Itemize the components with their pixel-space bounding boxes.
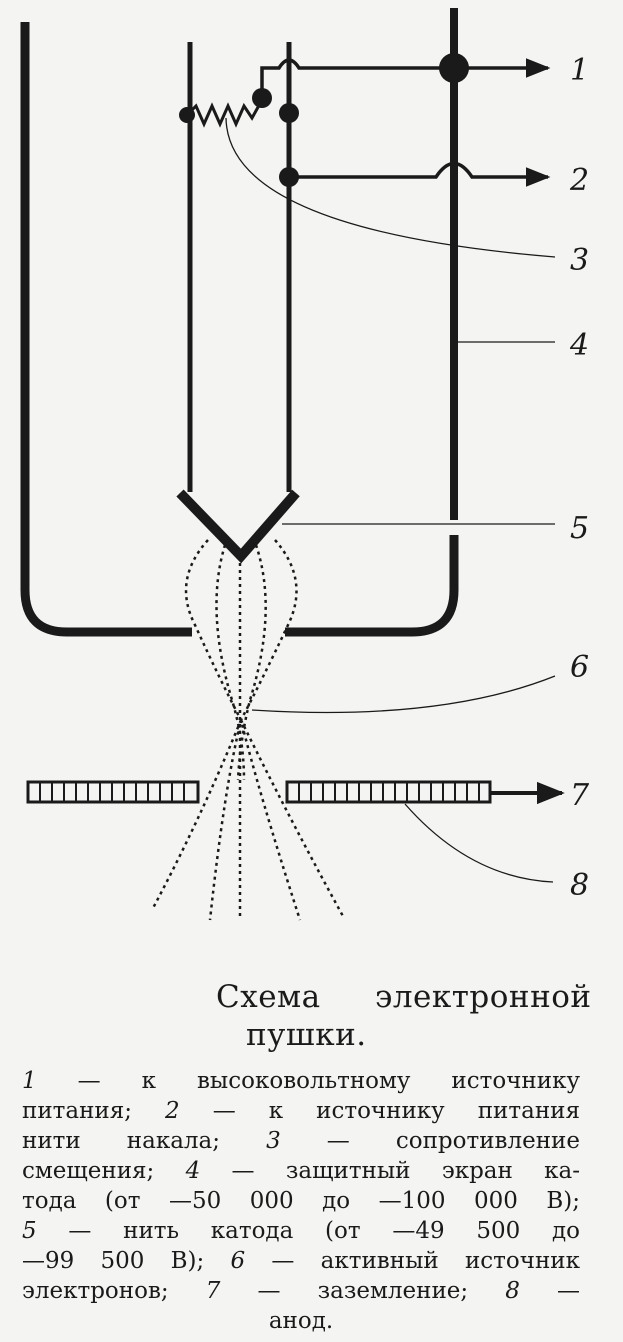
anode <box>26 780 492 804</box>
legend-line: питания; 2 — к источнику питания <box>22 1096 580 1126</box>
legend-number: 2 <box>165 1098 180 1124</box>
legend-number: 3 <box>266 1128 281 1154</box>
legend-number: 5 <box>22 1218 37 1244</box>
legend-text: тода (от —50 000 до —100 000 В); <box>22 1188 580 1214</box>
junction-dot <box>279 167 299 187</box>
legend-line: электронов; 7 — заземление; 8 — <box>22 1276 580 1306</box>
junction-dot <box>279 103 299 123</box>
legend-text: — к источнику питания <box>179 1098 580 1124</box>
label-5: 5 <box>570 511 589 546</box>
legend-text: электронов; <box>22 1278 206 1304</box>
legend-line: нити накала; 3 — сопротивление <box>22 1126 580 1156</box>
label-4: 4 <box>569 328 589 363</box>
junction-dot <box>179 107 195 123</box>
legend-number: 4 <box>185 1158 201 1184</box>
junction-dot <box>439 53 469 83</box>
legend-number: 6 <box>230 1248 246 1274</box>
legend-text: — защитный экран ка- <box>200 1158 580 1184</box>
legend-text: — сопротивление <box>280 1128 580 1154</box>
legend-number: 8 <box>505 1278 520 1304</box>
legend-text: — к высоковольтному источнику <box>36 1068 580 1094</box>
legend-line: смещения; 4 — защитный экран ка- <box>22 1156 580 1186</box>
legend-text: — активный источник <box>245 1248 580 1274</box>
legend-text: анод. <box>268 1308 334 1334</box>
leader-3 <box>225 117 556 258</box>
legend-text: — нить катода (от —49 500 до <box>36 1218 580 1244</box>
legend-text: смещения; <box>22 1158 186 1184</box>
legend-line: —99 500 В); 6 — активный источник <box>22 1246 580 1276</box>
legend-text: — <box>519 1278 580 1304</box>
legend-number: 7 <box>205 1278 221 1304</box>
leader-8 <box>404 803 554 883</box>
legend-text: питания; <box>22 1098 166 1124</box>
figure-caption-title: Схема электронной пушки. <box>0 978 623 1054</box>
legend-text: нити накала; <box>22 1128 267 1154</box>
leader-6 <box>251 675 556 714</box>
electron-beam <box>150 539 346 921</box>
legend-line: 1 — к высоковольтному источнику <box>22 1066 580 1096</box>
caption-title-line1: Схема электронной <box>216 979 592 1015</box>
electron-gun-diagram: 1 2 3 4 5 6 7 8 <box>20 8 590 921</box>
wire-filament-supply <box>289 161 551 187</box>
legend-line: тода (от —50 000 до —100 000 В); <box>22 1186 580 1216</box>
label-2: 2 <box>569 163 589 198</box>
cathode-filament <box>176 489 300 564</box>
label-1: 1 <box>570 53 589 88</box>
caption-title-line2: пушки. <box>246 1017 367 1053</box>
cathode-shield <box>20 22 192 637</box>
legend-line: 5 — нить катода (от —49 500 до <box>22 1216 580 1246</box>
legend-number: 1 <box>22 1068 37 1094</box>
label-6: 6 <box>570 650 589 685</box>
label-7: 7 <box>570 778 590 813</box>
legend-text: —99 500 В); <box>22 1248 231 1274</box>
legend-line: анод. <box>22 1306 580 1336</box>
bias-resistor <box>185 99 264 128</box>
label-8: 8 <box>570 868 589 903</box>
legend-text: — заземление; <box>220 1278 506 1304</box>
junction-dot <box>252 88 272 108</box>
wire-high-voltage <box>260 58 454 98</box>
figure-legend: 1 — к высоковольтному источнику питания;… <box>22 1066 580 1336</box>
label-3: 3 <box>570 243 589 278</box>
cathode-shield-right <box>285 535 459 637</box>
